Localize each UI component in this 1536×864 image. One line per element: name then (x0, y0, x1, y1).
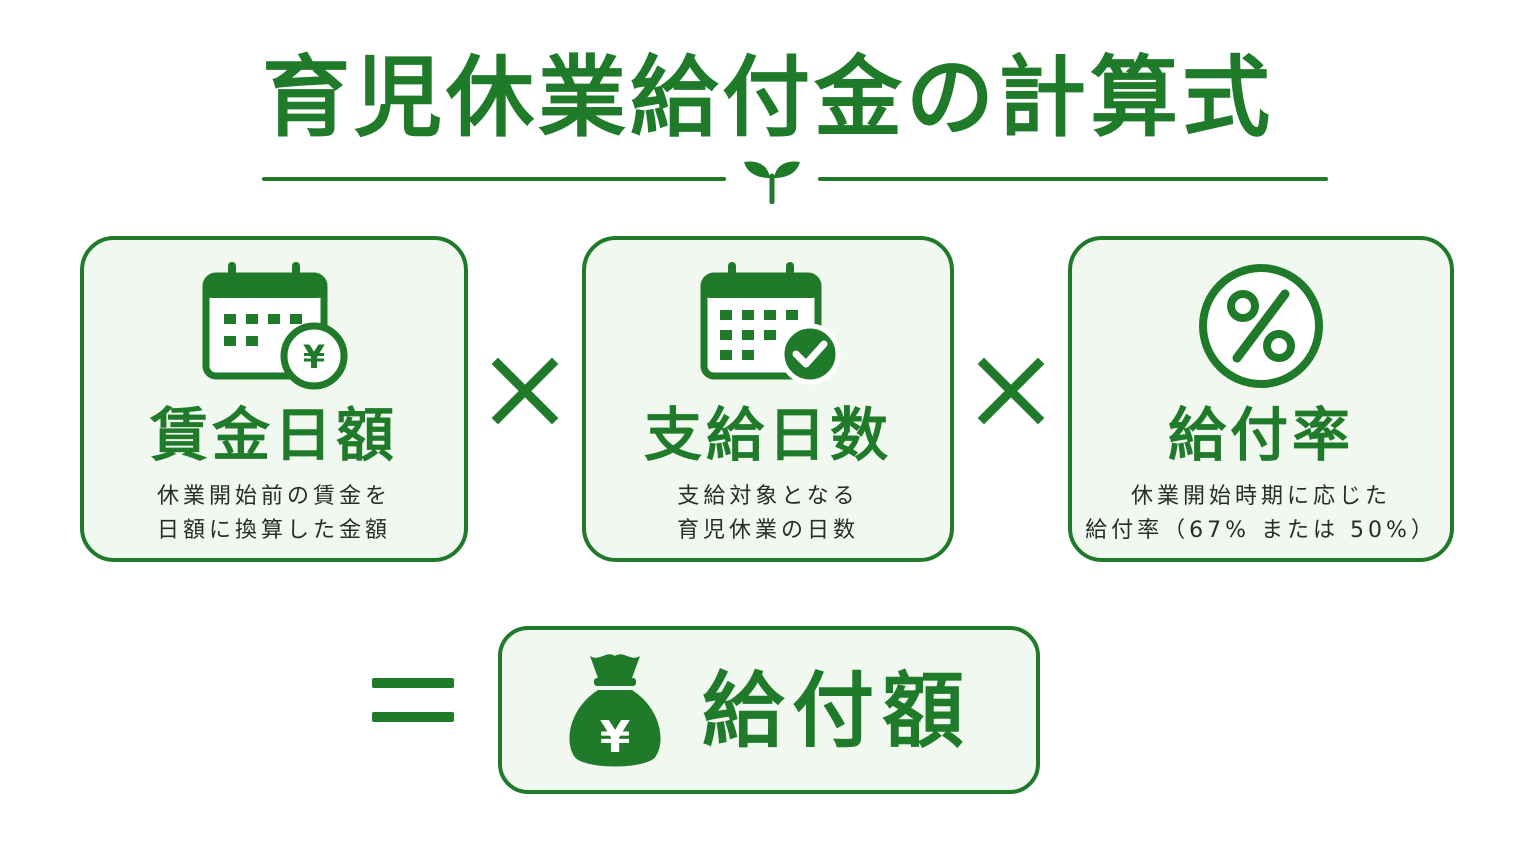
result-label: 給付額 (702, 664, 973, 759)
card-desc-line: 育児休業の日数 (676, 518, 859, 543)
sprout-icon (744, 161, 800, 204)
card-wage-daily: ¥ 賃金日額 休業開始前の賃金を 日額に換算した金額 (80, 236, 468, 562)
title-underline-right (818, 177, 1328, 181)
card-desc-line: 日額に換算した金額 (156, 518, 391, 543)
multiply-sign-icon (491, 357, 559, 425)
card-desc-line: 休業開始時期に応じた (1130, 484, 1391, 509)
card-title: 給付率 (1167, 401, 1354, 469)
card-desc-line: 支給対象となる (677, 484, 859, 509)
svg-text:¥: ¥ (303, 338, 325, 376)
card-desc-line: 給付率（67% または 50%） (1085, 518, 1437, 543)
calendar-yen-icon: ¥ (202, 262, 348, 390)
percent-circle-icon (1199, 264, 1323, 388)
svg-text:¥: ¥ (600, 712, 631, 763)
card-benefit-rate: 給付率 休業開始時期に応じた 給付率（67% または 50%） (1068, 236, 1454, 562)
card-desc-line: 休業開始前の賃金を (156, 484, 391, 509)
title-underline-left (262, 177, 726, 181)
card-title: 賃金日額 (149, 401, 398, 469)
page-title: 育児休業給付金の計算式 (261, 46, 1274, 149)
card-description: 支給対象となる 育児休業の日数 (586, 480, 950, 548)
money-bag-yen-icon: ¥ (569, 654, 661, 767)
card-title: 支給日数 (643, 401, 892, 469)
calendar-check-icon (700, 262, 841, 385)
equals-sign-icon (372, 678, 454, 722)
result-benefit-amount: ¥ 給付額 (498, 626, 1040, 794)
card-payment-days: 支給日数 支給対象となる 育児休業の日数 (582, 236, 954, 562)
multiply-sign-icon (977, 357, 1045, 425)
card-description: 休業開始前の賃金を 日額に換算した金額 (84, 480, 464, 548)
card-description: 休業開始時期に応じた 給付率（67% または 50%） (1072, 480, 1450, 548)
